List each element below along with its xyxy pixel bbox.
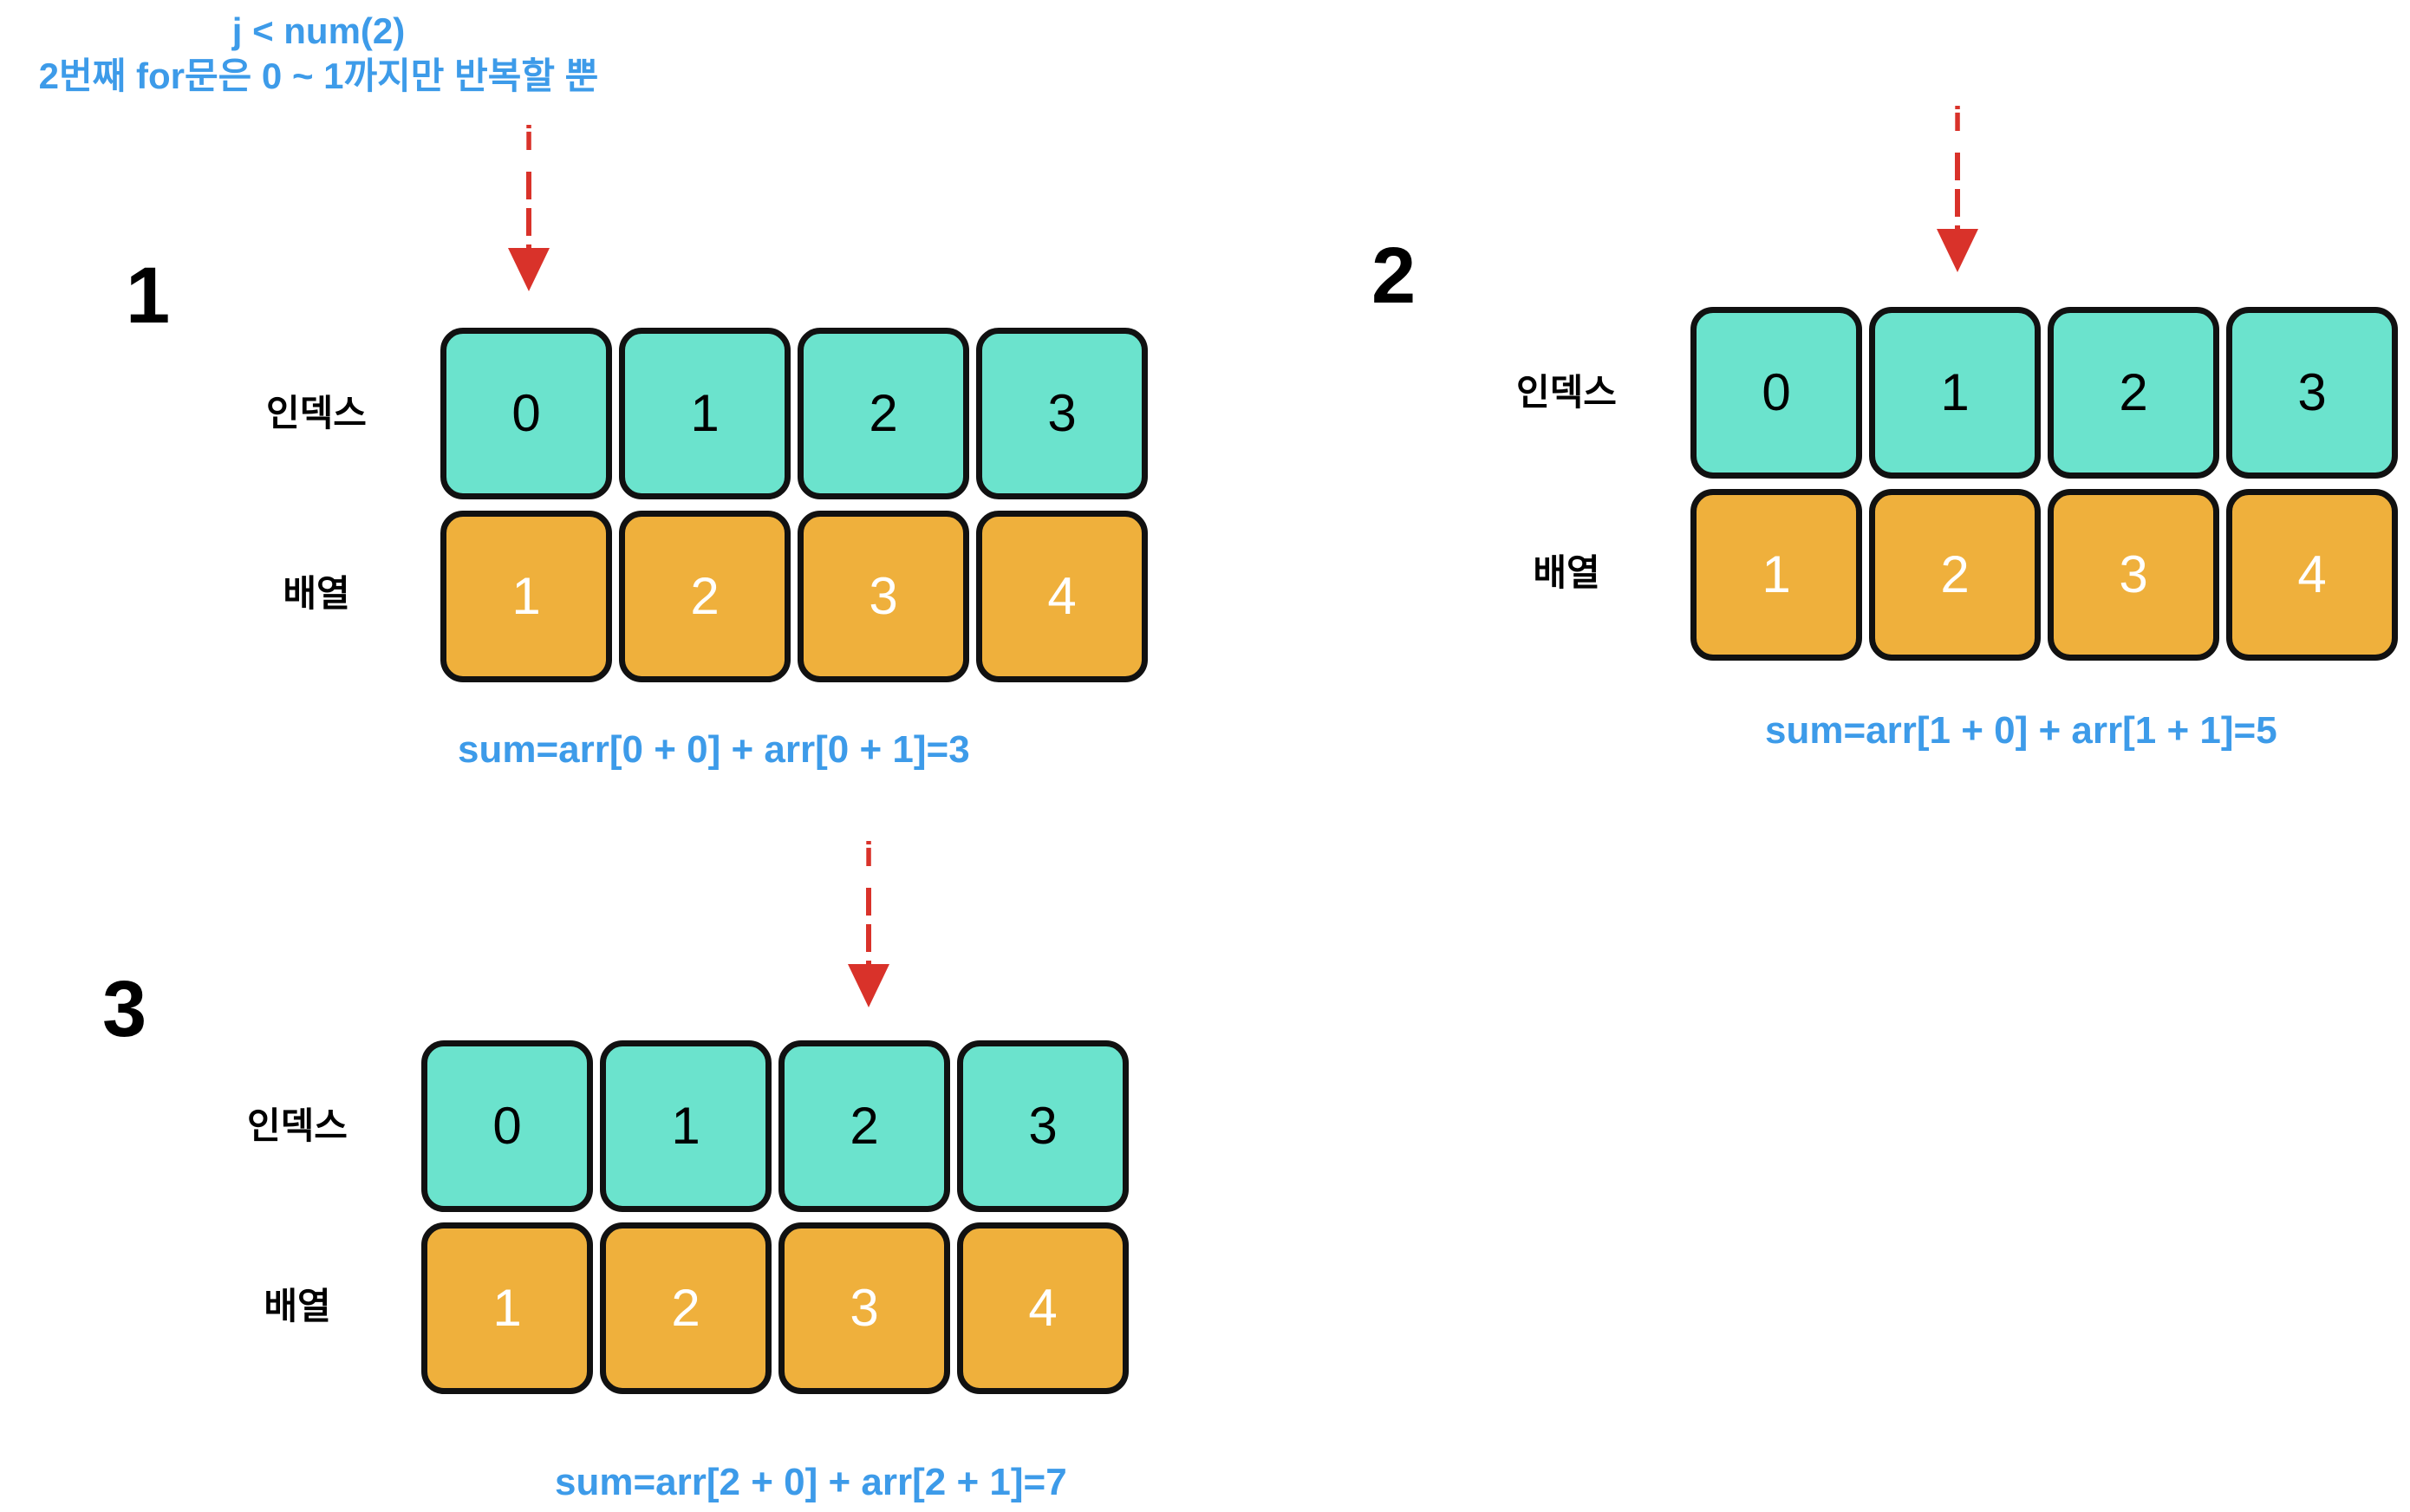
loop-condition: j < num(2) bbox=[231, 10, 406, 51]
loop-condition-note: j < num(2) 2번째 for문은 0 ~ 1까지만 반복할 뿐 bbox=[0, 9, 637, 99]
pointer-label: i bbox=[863, 836, 874, 874]
step-number: 1 bbox=[126, 251, 171, 340]
array-cell: 2 bbox=[619, 511, 791, 682]
down-arrow-icon bbox=[508, 172, 550, 291]
index-cell: 0 bbox=[1690, 307, 1862, 479]
index-row: 0 1 2 3 bbox=[421, 1040, 1136, 1212]
pointer-label: i bbox=[524, 120, 534, 158]
down-arrow-icon bbox=[848, 888, 889, 1007]
array-cell: 3 bbox=[798, 511, 969, 682]
down-arrow-icon bbox=[1937, 153, 1978, 272]
index-cell: 1 bbox=[600, 1040, 772, 1212]
index-cell: 3 bbox=[976, 328, 1148, 499]
array-cell: 3 bbox=[778, 1222, 950, 1394]
array-cell: 2 bbox=[1869, 489, 2041, 661]
array-cell: 3 bbox=[2048, 489, 2219, 661]
index-cell: 2 bbox=[778, 1040, 950, 1212]
array-cell: 1 bbox=[421, 1222, 593, 1394]
array-row: 1 2 3 4 bbox=[421, 1222, 1136, 1394]
array-row-label: 배열 bbox=[264, 1286, 331, 1326]
array-cell: 1 bbox=[440, 511, 612, 682]
index-row-label: 인덱스 bbox=[266, 393, 367, 433]
index-row: 0 1 2 3 bbox=[440, 328, 1155, 499]
array-cell: 4 bbox=[976, 511, 1148, 682]
step-number: 3 bbox=[102, 965, 147, 1053]
step-number: 2 bbox=[1371, 231, 1417, 320]
index-row-label: 인덱스 bbox=[1516, 372, 1617, 413]
index-cell: 0 bbox=[440, 328, 612, 499]
array-cell: 4 bbox=[2226, 489, 2398, 661]
index-cell: 3 bbox=[957, 1040, 1129, 1212]
pointer-arrow: i bbox=[843, 837, 895, 1009]
index-cell: 2 bbox=[2048, 307, 2219, 479]
sum-formula: sum=arr[0 + 0] + arr[0 + 1]=3 bbox=[458, 728, 970, 771]
index-cell: 1 bbox=[1869, 307, 2041, 479]
array-cell: 1 bbox=[1690, 489, 1862, 661]
sum-formula: sum=arr[2 + 0] + arr[2 + 1]=7 bbox=[555, 1461, 1067, 1503]
pointer-arrow: i bbox=[503, 121, 555, 293]
array-cell: 2 bbox=[600, 1222, 772, 1394]
sum-formula: sum=arr[1 + 0] + arr[1 + 1]=5 bbox=[1765, 709, 2277, 752]
index-cell: 2 bbox=[798, 328, 969, 499]
index-cell: 3 bbox=[2226, 307, 2398, 479]
array-row-label: 배열 bbox=[1533, 552, 1600, 593]
index-row: 0 1 2 3 bbox=[1690, 307, 2405, 479]
array-row: 1 2 3 4 bbox=[1690, 489, 2405, 661]
index-cell: 0 bbox=[421, 1040, 593, 1212]
pointer-arrow: i bbox=[1931, 102, 1983, 274]
index-row-label: 인덱스 bbox=[247, 1105, 348, 1146]
array-row: 1 2 3 4 bbox=[440, 511, 1155, 682]
loop-range-note: 2번째 for문은 0 ~ 1까지만 반복할 뿐 bbox=[38, 55, 599, 96]
pointer-label: i bbox=[1952, 101, 1963, 139]
index-cell: 1 bbox=[619, 328, 791, 499]
array-cell: 4 bbox=[957, 1222, 1129, 1394]
array-row-label: 배열 bbox=[283, 573, 350, 614]
